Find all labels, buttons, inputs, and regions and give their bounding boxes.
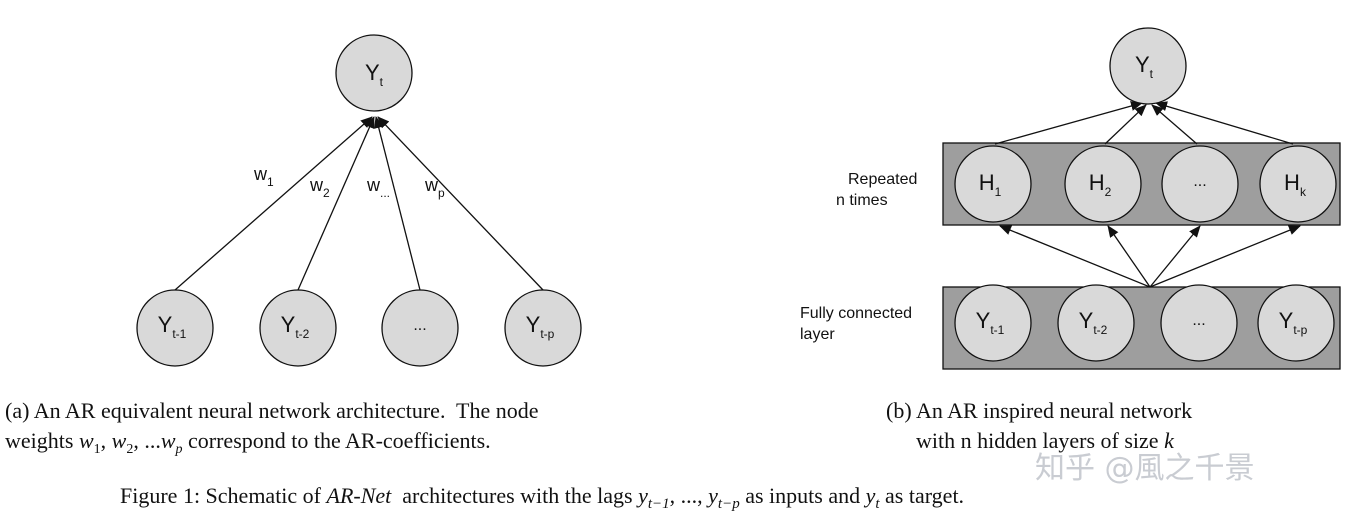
node-b-input-2-main: Y xyxy=(1079,308,1094,333)
svg-text:H1: H1 xyxy=(979,170,1002,199)
node-b-input-3: ... xyxy=(1160,284,1238,362)
weight-label-1: w1 xyxy=(253,164,274,189)
node-b-input-1: Yt-1 xyxy=(954,284,1032,362)
weight-1-sub: 1 xyxy=(267,175,274,189)
node-b-hidden-2: H2 xyxy=(1064,145,1142,223)
node-a-input-4-main: Y xyxy=(526,312,541,337)
caption-a-line2: weights w1, w2, ...wp correspond to the … xyxy=(5,428,491,457)
caption-a-line1: (a) An AR equivalent neural network arch… xyxy=(5,398,539,423)
edge-a-2 xyxy=(297,116,375,291)
svg-text:Yt-1: Yt-1 xyxy=(158,312,187,341)
figure-caption-mid: architectures with the lags xyxy=(391,483,638,508)
node-b-input-3-main: ... xyxy=(1192,312,1205,329)
svg-text:Yt-1: Yt-1 xyxy=(976,308,1005,337)
node-a-output-sub: t xyxy=(380,75,384,89)
svg-text:...: ... xyxy=(1193,173,1206,190)
node-a-input-4-sub: t-p xyxy=(540,327,554,341)
node-a-input-2: Yt-2 xyxy=(259,289,337,367)
weight-1-main: w xyxy=(253,164,268,184)
weight-label-4: wp xyxy=(424,175,445,200)
node-b-input-4: Yt-p xyxy=(1257,284,1335,362)
node-b-input-1-sub: t-1 xyxy=(990,323,1004,337)
weight-label-2: w2 xyxy=(309,175,330,200)
svg-text:Yt: Yt xyxy=(365,60,384,89)
svg-text:...: ... xyxy=(413,317,426,334)
svg-text:Hk: Hk xyxy=(1284,170,1307,199)
node-b-input-4-main: Y xyxy=(1279,308,1294,333)
svg-text:Yt-2: Yt-2 xyxy=(1079,308,1108,337)
node-b-input-4-sub: t-p xyxy=(1293,323,1307,337)
figure-caption-name: AR-Net xyxy=(325,483,393,508)
weight-2-sub: 2 xyxy=(323,186,330,200)
node-a-output-main: Y xyxy=(365,60,380,85)
input-layer-label-2: layer xyxy=(800,326,835,343)
figure-caption-prefix: Figure 1: Schematic of xyxy=(120,483,327,508)
figure-caption-end: as target. xyxy=(880,483,965,508)
node-a-input-4: Yt-p xyxy=(504,289,582,367)
node-b-input-2-sub: t-2 xyxy=(1093,323,1107,337)
node-b-hidden-3: ... xyxy=(1161,145,1239,223)
weight-4-main: w xyxy=(424,175,439,195)
node-b-output: Yt xyxy=(1109,27,1187,105)
node-b-hidden-4-sub: k xyxy=(1300,185,1307,199)
hidden-layer-label-2: n times xyxy=(836,192,888,209)
figure-caption: Figure 1: Schematic of AR-Net architectu… xyxy=(120,483,964,512)
node-b-hidden-4-main: H xyxy=(1284,170,1300,195)
node-b-hidden-1-sub: 1 xyxy=(995,185,1002,199)
node-b-hidden-3-main: ... xyxy=(1193,173,1206,190)
caption-a-w1: w xyxy=(79,428,94,453)
node-b-hidden-2-sub: 2 xyxy=(1105,185,1112,199)
node-b-hidden-2-main: H xyxy=(1089,170,1105,195)
node-b-hidden-1-main: H xyxy=(979,170,995,195)
svg-text:Yt: Yt xyxy=(1135,52,1154,81)
node-b-output-sub: t xyxy=(1150,67,1154,81)
node-b-output-main: Y xyxy=(1135,52,1150,77)
svg-text:Yt-p: Yt-p xyxy=(526,312,555,341)
hidden-layer-label-1: Repeated xyxy=(848,171,917,188)
panel-a-diagram: Yt Yt-1 Yt-2 ... Yt-p w1 w2 w... wp xyxy=(136,34,582,367)
caption-b-line1: (b) An AR inspired neural network xyxy=(886,398,1192,423)
node-b-input-1-main: Y xyxy=(976,308,991,333)
panel-b-diagram: Yt H1 H2 ... Hk Yt-1 Yt-2 . xyxy=(800,27,1341,370)
node-a-input-1-main: Y xyxy=(158,312,173,337)
node-a-input-3-main: ... xyxy=(413,317,426,334)
caption-b-line2-var: k xyxy=(1164,428,1175,453)
edge-a-3 xyxy=(373,116,421,291)
weight-2-main: w xyxy=(309,175,324,195)
edge-a-4 xyxy=(377,116,544,291)
caption-a-line2-rest: correspond to the AR-coefficients. xyxy=(183,428,491,453)
weight-label-3: w... xyxy=(366,175,390,200)
edge-a-1 xyxy=(174,116,373,291)
svg-text:Yt-2: Yt-2 xyxy=(281,312,310,341)
caption-a-line2-pre: weights xyxy=(5,428,79,453)
weight-3-main: w xyxy=(366,175,381,195)
node-a-input-1-sub: t-1 xyxy=(172,327,186,341)
weight-4-sub: p xyxy=(438,186,445,200)
node-a-input-1: Yt-1 xyxy=(136,289,214,367)
svg-text:H2: H2 xyxy=(1089,170,1112,199)
caption-b-line2-text: with n hidden layers of size xyxy=(916,428,1164,453)
node-a-input-3: ... xyxy=(381,289,459,367)
node-b-input-2: Yt-2 xyxy=(1057,284,1135,362)
node-a-input-2-sub: t-2 xyxy=(295,327,309,341)
node-b-hidden-1: H1 xyxy=(954,145,1032,223)
watermark: 知乎 @風之千景 xyxy=(1035,451,1255,486)
node-a-input-2-main: Y xyxy=(281,312,296,337)
figure-caption-suffix: as inputs and xyxy=(740,483,866,508)
caption-b-line2: with n hidden layers of size k xyxy=(916,428,1175,453)
node-b-hidden-4: Hk xyxy=(1259,145,1337,223)
input-layer-label-1: Fully connected xyxy=(800,305,912,322)
svg-text:Yt-p: Yt-p xyxy=(1279,308,1308,337)
node-a-output: Yt xyxy=(335,34,413,112)
svg-text:...: ... xyxy=(1192,312,1205,329)
weight-3-sub: ... xyxy=(380,186,390,200)
